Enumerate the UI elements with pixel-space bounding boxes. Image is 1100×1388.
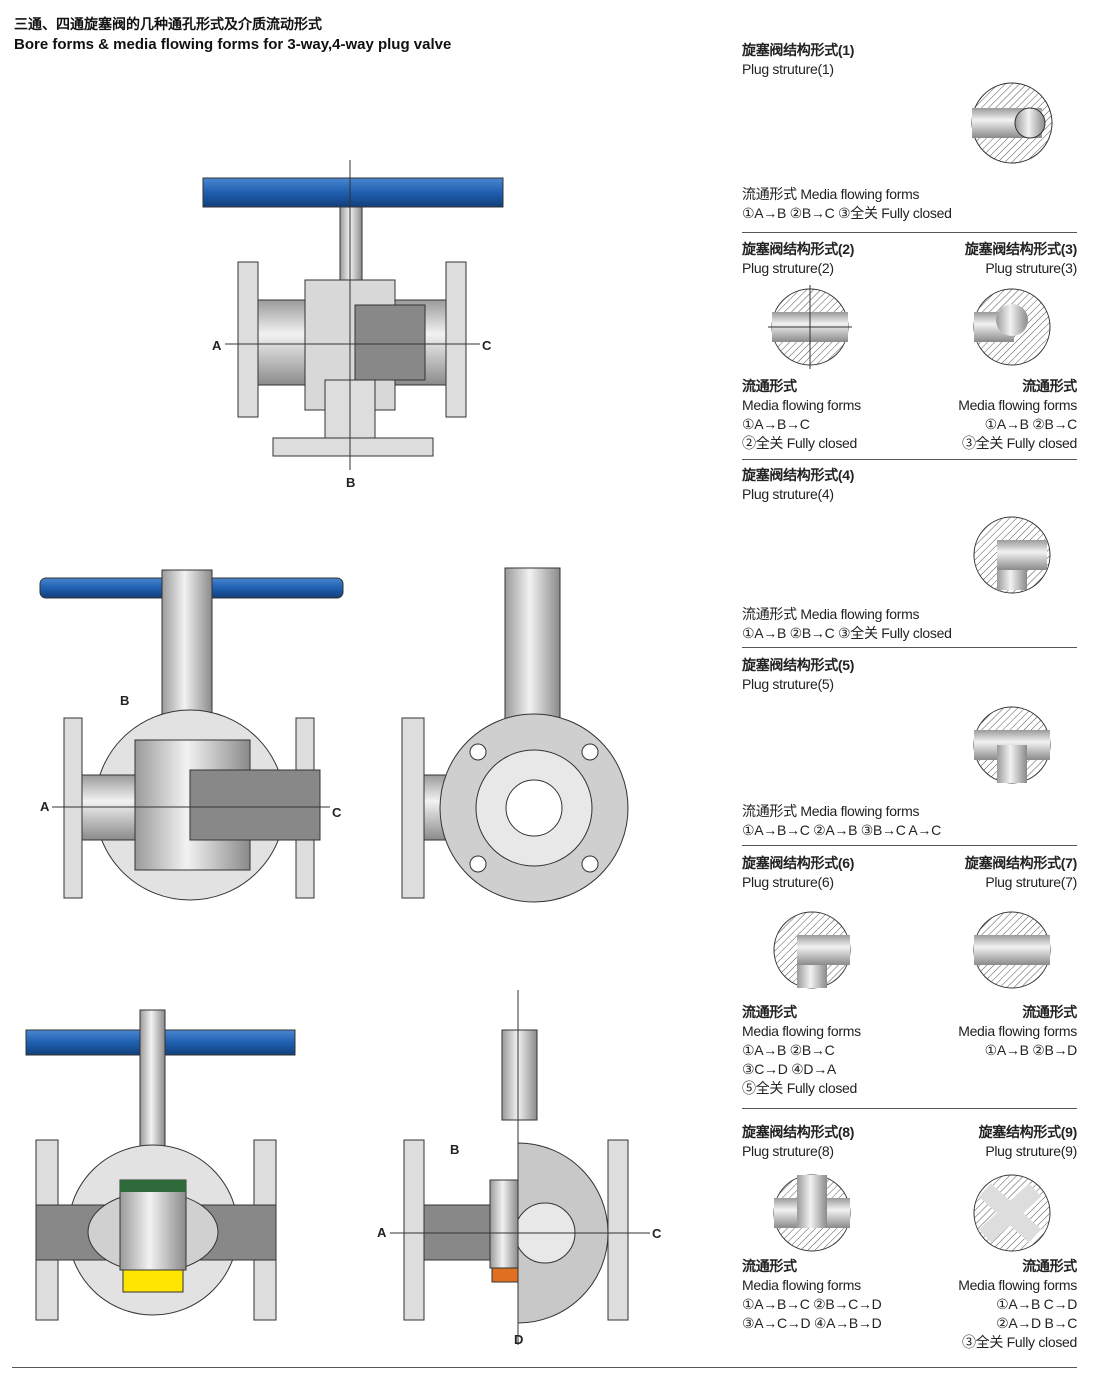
flow-line: ②全关 Fully closed [742, 435, 858, 451]
valve-1-front [202, 160, 504, 470]
flow-line: ⑤全关 Fully closed [742, 1080, 858, 1096]
plug-title-en: Plug struture(6) [742, 874, 834, 890]
port-label-b: B [450, 1142, 460, 1157]
port-label-c: C [482, 338, 492, 353]
valve-5-section [390, 990, 650, 1345]
flow-line: 流通形式 [742, 1004, 797, 1020]
plug-title-en: Plug struture(8) [742, 1143, 834, 1159]
plug-title-cn: 旋塞阀结构形式(1) [742, 42, 855, 58]
plug-title-cn: 旋塞阀结构形式(2) [742, 241, 855, 257]
flow-line: 流通形式 [1022, 1004, 1077, 1020]
plug-title-en: Plug struture(3) [985, 260, 1077, 276]
divider [742, 647, 1077, 648]
plug-title-cn: 旋塞阀结构形式(7) [964, 855, 1077, 871]
plug-2-icon [768, 285, 852, 369]
plug-9-icon [973, 1174, 1051, 1252]
flow-line: ②A→D B→C [996, 1315, 1077, 1331]
plug-6-icon [773, 911, 851, 989]
flow-line: ③C→D ④D→A [742, 1061, 836, 1077]
plug-title-cn: 旋塞阀结构形式(3) [964, 241, 1077, 257]
plug-title-cn: 旋塞阀结构形式(8) [742, 1124, 855, 1140]
valve-2-section [39, 569, 344, 901]
flow-line: ③A→C→D ④A→B→D [742, 1315, 882, 1331]
valve-3-side [401, 567, 629, 903]
port-label-d: D [514, 1332, 524, 1347]
plug-title-en: Plug struture(1) [742, 61, 834, 77]
divider [742, 1108, 1077, 1109]
port-label-a: A [40, 799, 50, 814]
flow-line: ①A→B ②B→C [984, 416, 1078, 432]
plug-title-cn: 旋塞结构形式(9) [978, 1124, 1078, 1140]
flow-line: Media flowing forms [958, 1023, 1077, 1039]
plug-title-en: Plug struture(4) [742, 486, 834, 502]
port-label-c: C [652, 1226, 662, 1241]
flow-line: Media flowing forms [958, 1277, 1077, 1293]
port-label-a: A [377, 1225, 387, 1240]
plug-title-en: Plug struture(9) [985, 1143, 1077, 1159]
divider [742, 232, 1077, 233]
plug-title-cn: 旋塞阀结构形式(5) [742, 657, 855, 673]
flow-line: Media flowing forms [742, 1023, 861, 1039]
flow-line: ③全关 Fully closed [961, 1334, 1077, 1350]
bottom-rule [12, 1367, 1077, 1368]
plug-icons [768, 82, 1053, 1252]
flow-line: Media flowing forms [742, 1277, 861, 1293]
plug-7-icon [973, 911, 1051, 989]
plug-8-icon [773, 1174, 851, 1252]
flow-line: ①A→B ②B→C ③全关 Fully closed [742, 625, 952, 641]
port-label-b: B [120, 693, 130, 708]
flow-line: 流通形式 [1022, 1258, 1077, 1274]
port-label-c: C [332, 805, 342, 820]
flow-line: ①A→B C→D [996, 1296, 1077, 1312]
plug-3-icon [973, 288, 1051, 366]
flow-line: 流通形式 Media flowing forms [742, 186, 920, 202]
flow-line: ①A→B→C ②B→C→D [742, 1296, 882, 1312]
flow-line: ①A→B ②B→C ③全关 Fully closed [742, 205, 952, 221]
plug-title-cn: 旋塞阀结构形式(6) [742, 855, 855, 871]
port-label-b: B [346, 475, 356, 490]
flow-line: 流通形式 Media flowing forms [742, 606, 920, 622]
flow-line: 流通形式 Media flowing forms [742, 803, 920, 819]
flow-line: 流通形式 [742, 1258, 797, 1274]
flow-line: ①A→B ②B→D [984, 1042, 1078, 1058]
flow-line: ①A→B ②B→C [742, 1042, 835, 1058]
plug-title-cn: 旋塞阀结构形式(4) [742, 467, 855, 483]
divider [742, 845, 1077, 846]
flow-line: Media flowing forms [958, 397, 1077, 413]
plug-title-en: Plug struture(2) [742, 260, 834, 276]
flow-line: ③全关 Fully closed [961, 435, 1077, 451]
valve-4-section [25, 1009, 296, 1321]
title-en: Bore forms & media flowing forms for 3-w… [14, 36, 452, 53]
flow-line: 流通形式 [742, 378, 797, 394]
plug-title-en: Plug struture(7) [985, 874, 1077, 890]
flow-line: ①A→B→C [742, 416, 810, 432]
port-label-a: A [212, 338, 222, 353]
flow-line: Media flowing forms [742, 397, 861, 413]
flow-line: 流通形式 [1022, 378, 1077, 394]
divider [742, 459, 1077, 460]
flow-line: ①A→B→C ②A→B ③B→C A→C [742, 822, 941, 838]
plug-1-icon [971, 82, 1053, 164]
plug-4-icon [973, 516, 1051, 594]
plug-title-en: Plug struture(5) [742, 676, 834, 692]
title-cn: 三通、四通旋塞阀的几种通孔形式及介质流动形式 [14, 16, 322, 32]
plug-5-icon [973, 706, 1051, 784]
